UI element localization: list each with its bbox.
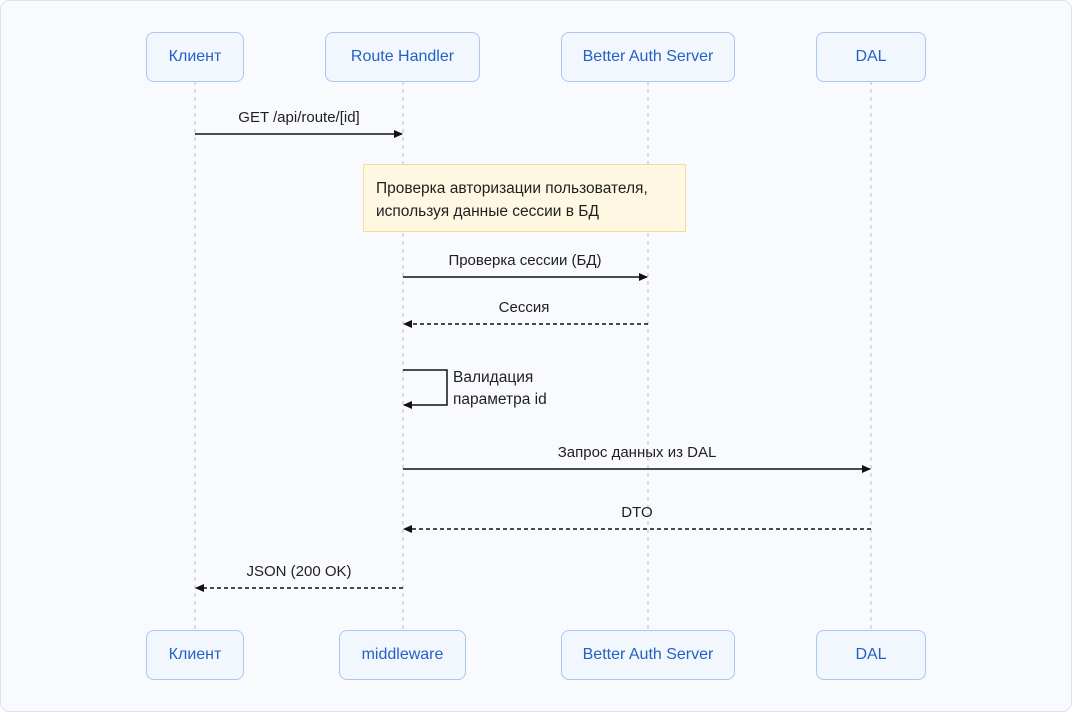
actor-dal-bottom: DAL <box>816 630 926 680</box>
label-validation-line-1: Валидация <box>453 369 534 386</box>
actor-middleware-bottom: middleware <box>339 630 466 680</box>
label-validation: Валидация параметра id <box>453 367 547 411</box>
actor-dal-top: DAL <box>816 32 926 82</box>
actor-client-bottom: Клиент <box>146 630 244 680</box>
label-dto: DTO <box>621 504 653 521</box>
actor-client-top: Клиент <box>146 32 244 82</box>
label-json-response: JSON (200 OK) <box>246 563 352 580</box>
label-session-check: Проверка сессии (БД) <box>448 252 602 269</box>
label-dal-request: Запрос данных из DAL <box>557 444 717 461</box>
actor-route-handler-top: Route Handler <box>325 32 480 82</box>
label-validation-line-2: параметра id <box>453 391 547 408</box>
label-get-route: GET /api/route/[id] <box>238 109 360 126</box>
note-line-1: Проверка авторизации пользователя, <box>376 180 648 197</box>
label-session: Сессия <box>498 299 550 316</box>
actor-auth-server-bottom: Better Auth Server <box>561 630 735 680</box>
actor-auth-server-top: Better Auth Server <box>561 32 735 82</box>
auth-note: Проверка авторизации пользователя, испол… <box>363 164 686 232</box>
arrow-validation-self <box>403 369 448 409</box>
note-line-2: используя данные сессии в БД <box>376 203 599 220</box>
